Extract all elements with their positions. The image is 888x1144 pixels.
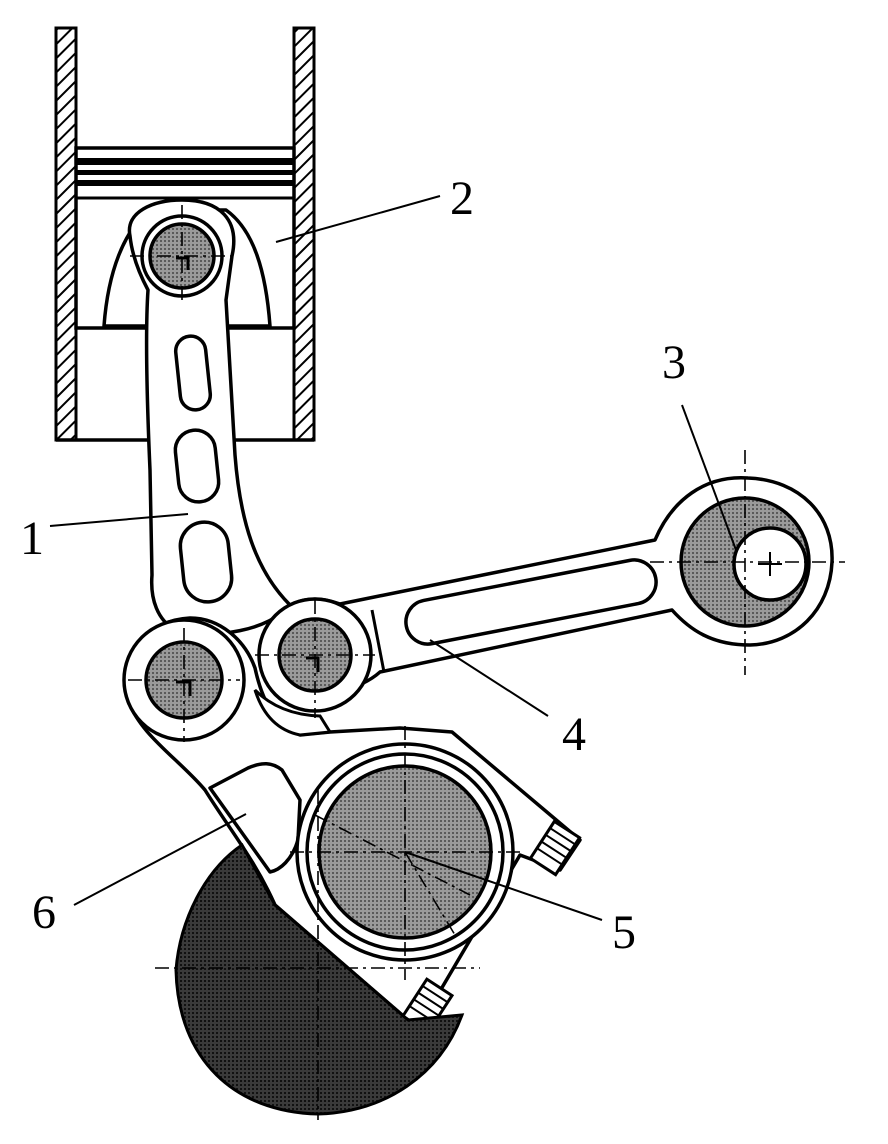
crank-web-notch	[253, 688, 333, 737]
rod-slot-3	[178, 520, 234, 604]
leader-4	[429, 639, 549, 717]
connecting-rod-body	[127, 198, 292, 636]
leader-2	[275, 195, 441, 243]
leader-lines	[49, 195, 737, 921]
label-crank-web: 6	[32, 886, 56, 939]
bolt-head-upper	[528, 819, 582, 877]
piston-ring-1	[76, 158, 294, 165]
cylinder-wall-left	[54, 26, 78, 442]
connecting-rod	[127, 198, 292, 636]
piston-pin	[140, 214, 224, 298]
label-eccentric-pivot: 3	[662, 336, 686, 389]
rod-slot-2	[173, 428, 221, 504]
label-connecting-rod: 1	[20, 512, 44, 565]
piston-ring-2	[76, 170, 294, 175]
label-crank-journal: 5	[612, 906, 636, 959]
leader-5	[404, 851, 603, 921]
leader-3	[681, 404, 737, 551]
control-link-slot	[404, 558, 658, 646]
rod-slot-1	[173, 334, 213, 412]
label-piston: 2	[450, 172, 474, 225]
leader-1	[49, 513, 189, 527]
leader-6	[73, 813, 247, 906]
control-link-step	[370, 609, 386, 673]
piston-ring-3	[76, 180, 294, 186]
label-control-link: 4	[562, 708, 586, 761]
crank-web-pocket	[208, 762, 302, 874]
counterweight	[174, 842, 465, 1116]
